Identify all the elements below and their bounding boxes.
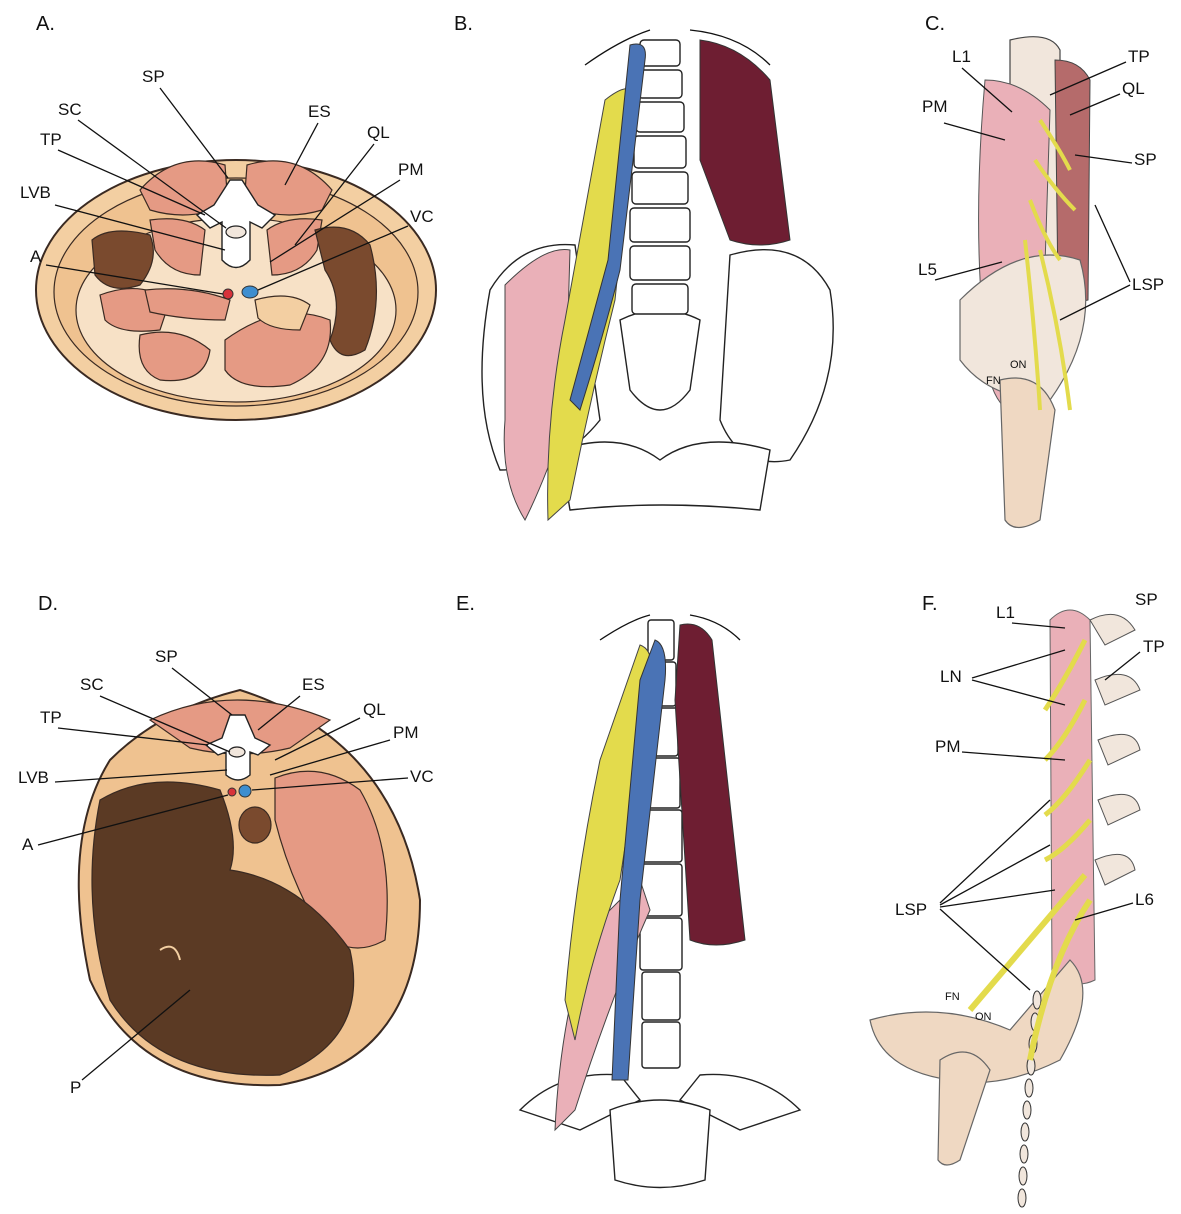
a-label-lvb: LVB [20,183,51,202]
b-pelvis-right [720,250,833,462]
b-sacrum [620,310,700,410]
b-quadratus-lumborum [700,40,790,245]
f-leader-lsp-4 [940,909,1030,990]
d-label-ql: QL [363,700,386,719]
f-tail-vertebra [1020,1145,1028,1163]
f-tail-vertebra [1025,1079,1033,1097]
f-leader-lsp-1 [940,800,1050,903]
panel-e-letter: E. [456,593,475,615]
panel-c-letter: C. [925,13,945,35]
b-vertebra [632,172,688,204]
panel-c: C. L1 TP QL PM SP L5 LSP ON FN [918,13,1164,528]
a-vena-cava [242,286,258,298]
a-label-es: ES [308,102,331,121]
c-label-on: ON [1010,359,1027,371]
panel-e: E. [456,593,800,1188]
d-label-vc: VC [410,767,434,786]
panel-f: F. [870,590,1165,1207]
c-leader-lsp [1095,205,1130,282]
f-label-pm: PM [935,737,961,756]
a-spinal-cord [226,226,246,238]
f-leader-lsp-2 [940,845,1050,905]
f-tail-vertebra [1021,1123,1029,1141]
c-label-tp: TP [1128,47,1150,66]
f-leader-lsp-3 [940,890,1055,907]
f-label-lsp: LSP [895,900,927,919]
f-femur [938,1052,990,1165]
f-process [1090,614,1135,645]
d-label-sc: SC [80,675,104,694]
d-label-lvb: LVB [18,768,49,787]
d-spinal-cord [229,747,245,757]
e-quadratus-lumborum [675,624,745,945]
d-vena-cava [239,785,251,797]
f-tail-vertebra [1033,991,1041,1009]
c-label-sp: SP [1134,150,1157,169]
f-label-ln: LN [940,667,962,686]
c-label-l1: L1 [952,47,971,66]
c-label-fn: FN [986,375,1001,387]
a-label-vc: VC [410,207,434,226]
f-tail-vertebra [1019,1167,1027,1185]
b-vertebra [630,246,690,280]
d-label-sp: SP [155,647,178,666]
b-vertebra [630,208,690,242]
f-label-l1: L1 [996,603,1015,622]
d-label-pm: PM [393,723,419,742]
a-label-ql: QL [367,123,390,142]
c-femur [1000,378,1055,528]
f-label-sp: SP [1135,590,1158,609]
d-label-a: A [22,835,34,854]
e-vertebra [642,1022,680,1068]
b-vertebra [632,284,688,314]
a-label-a: A [30,247,42,266]
d-kidney [239,807,271,843]
panel-d: D. SP SC ES QL TP PM LVB VC A [18,593,434,1097]
f-process [1095,674,1140,705]
d-label-p: P [70,1078,81,1097]
b-vertebra [634,136,686,168]
e-vertebra [640,918,682,970]
panel-b-letter: B. [454,13,473,35]
f-label-on: ON [975,1011,992,1023]
f-tail-vertebra [1023,1101,1031,1119]
b-pubis [560,442,770,510]
panel-a-letter: A. [36,13,55,35]
e-vertebra [642,972,680,1020]
panel-b: B. [454,13,833,520]
d-aorta [228,788,236,796]
a-label-pm: PM [398,160,424,179]
f-process [1098,794,1140,825]
c-label-l5: L5 [918,260,937,279]
c-label-lsp: LSP [1132,275,1164,294]
b-vertebra [638,70,682,98]
b-vertebra [636,102,684,132]
f-process [1098,734,1140,765]
f-label-l6: L6 [1135,890,1154,909]
f-transverse-processes [1090,614,1140,885]
d-label-tp: TP [40,708,62,727]
f-label-tp: TP [1143,637,1165,656]
a-label-sp: SP [142,67,165,86]
f-tail-vertebra [1018,1189,1026,1207]
e-rib-left [600,615,650,640]
panel-d-letter: D. [38,593,58,615]
panel-f-letter: F. [922,593,938,615]
e-sacrum [610,1100,710,1188]
d-label-es: ES [302,675,325,694]
f-process [1095,854,1135,885]
panel-a: A. SP SC ES QL TP [20,13,436,420]
f-label-fn: FN [945,991,960,1003]
a-label-tp: TP [40,130,62,149]
b-vertebra [640,40,680,66]
c-label-ql: QL [1122,79,1145,98]
a-kidney-left [92,231,153,288]
c-label-pm: PM [922,97,948,116]
a-label-sc: SC [58,100,82,119]
